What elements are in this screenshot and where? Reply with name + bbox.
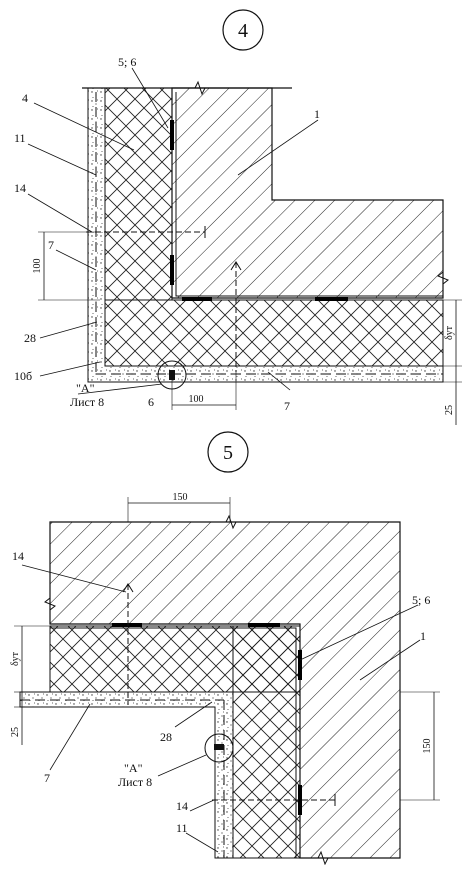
label-10b: 10б xyxy=(14,369,32,383)
detail-5: 5 xyxy=(10,431,440,866)
label-14: 14 xyxy=(14,181,26,195)
dim-150-top: 150 xyxy=(173,492,188,503)
corner-profile xyxy=(175,92,443,297)
detail-4-number-circle xyxy=(222,9,264,51)
leader-5-6 xyxy=(299,604,419,661)
dim-100-horizontal: 100 xyxy=(189,394,204,405)
leader-11 xyxy=(27,143,97,176)
leader-14b xyxy=(189,799,215,812)
leader-1 xyxy=(237,119,319,176)
leader-a xyxy=(77,383,163,395)
leader-11 xyxy=(185,832,219,853)
dim-insulation-thickness: δут xyxy=(10,651,21,666)
leader-7b xyxy=(267,371,291,391)
leader-1 xyxy=(359,639,421,681)
label-14a: 14 xyxy=(12,549,24,563)
concrete-structure xyxy=(171,87,444,299)
dim-25: 25 xyxy=(10,727,21,737)
label-1: 1 xyxy=(420,629,426,643)
dim-insulation-thickness: δут xyxy=(444,325,455,340)
break-line-right xyxy=(437,200,449,298)
label-4: 4 xyxy=(22,91,28,105)
dowel-end xyxy=(122,583,134,593)
dim-100-vertical: 100 xyxy=(32,259,43,274)
break-line-top xyxy=(210,514,400,530)
leader-10b xyxy=(39,361,101,377)
insulation-vertical xyxy=(232,625,301,859)
label-sheet-8: Лист 8 xyxy=(118,775,152,789)
detail-5-number-circle xyxy=(207,431,249,473)
insulation-vertical xyxy=(104,87,173,301)
leader-4 xyxy=(33,102,135,151)
label-28: 28 xyxy=(24,331,36,345)
label-7: 7 xyxy=(48,238,54,252)
leader-14a xyxy=(21,564,127,593)
break-line-left xyxy=(44,522,56,624)
leader-28 xyxy=(174,701,213,728)
label-14b: 14 xyxy=(176,799,188,813)
leader-5-6 xyxy=(131,67,169,129)
label-1: 1 xyxy=(314,107,320,121)
break-line-bottom xyxy=(300,850,400,866)
label-5-6: 5; 6 xyxy=(118,55,136,69)
leader-a xyxy=(157,754,207,777)
insulation-horizontal xyxy=(104,299,444,367)
label-11: 11 xyxy=(14,131,26,145)
leader-7 xyxy=(55,249,97,271)
dowel-end xyxy=(230,261,242,271)
detail-a-marker xyxy=(214,744,224,750)
detail-4: 4 xyxy=(14,9,462,425)
leader-28 xyxy=(39,321,98,339)
label-detail-a: "А" xyxy=(124,761,143,775)
label-28: 28 xyxy=(160,730,172,744)
label-sheet-8: Лист 8 xyxy=(70,395,104,409)
leader-7 xyxy=(49,703,91,771)
label-11: 11 xyxy=(176,821,188,835)
detail-a-callout-circle xyxy=(204,733,234,763)
label-7b: 7 xyxy=(284,399,290,413)
detail-4-number: 4 xyxy=(238,20,248,42)
detail-5-number: 5 xyxy=(223,442,233,464)
label-5-6: 5; 6 xyxy=(412,593,430,607)
corner-profile xyxy=(50,627,297,858)
leader-14 xyxy=(27,193,93,233)
dim-25: 25 xyxy=(444,405,455,415)
label-6: 6 xyxy=(148,395,154,409)
dim-150-right: 150 xyxy=(422,739,433,754)
label-detail-a: "А" xyxy=(76,381,95,395)
label-7: 7 xyxy=(44,771,50,785)
